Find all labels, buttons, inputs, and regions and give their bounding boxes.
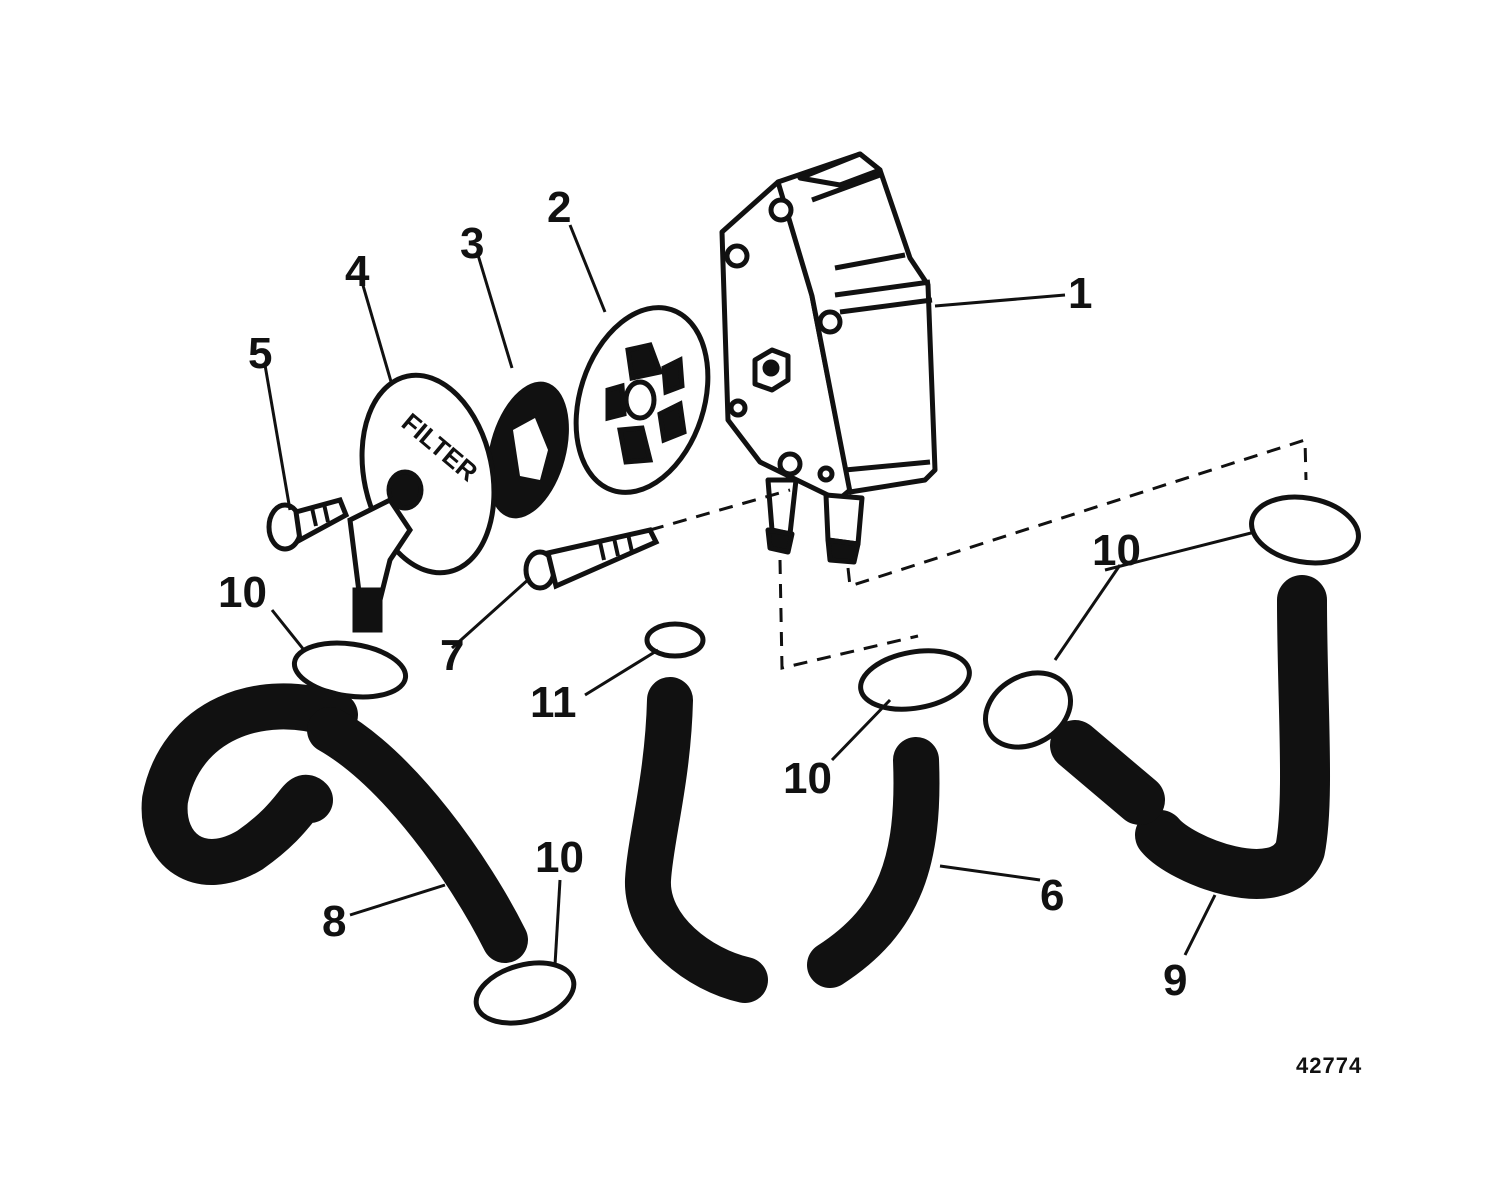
clamp-10-bottom (473, 960, 577, 1026)
callout-3: 3 (460, 219, 484, 268)
callout-9: 9 (1163, 956, 1187, 1005)
callout-4: 4 (345, 247, 370, 296)
fuel-pump-body (719, 151, 938, 565)
filter-gasket-2 (573, 305, 711, 495)
callout-11: 11 (530, 678, 577, 727)
callout-10-bottom: 10 (535, 833, 584, 882)
clamp-10-center (858, 648, 972, 712)
callout-6: 6 (1040, 871, 1064, 920)
clamp-10-right-mid (982, 670, 1074, 750)
leader-lines (263, 224, 1256, 966)
figure-number: 42774 (1296, 1053, 1362, 1078)
hose-9 (1135, 575, 1331, 899)
callout-7: 7 (440, 631, 464, 680)
callout-5: 5 (248, 329, 272, 378)
screw-5 (266, 497, 350, 552)
hose-6 (807, 737, 940, 988)
filter-cover-4: FILTER (347, 372, 497, 633)
callout-10-left-top: 10 (218, 568, 267, 617)
callout-labels: 1 2 3 4 5 6 7 8 9 10 10 10 10 10 11 4277… (218, 183, 1362, 1078)
callout-8: 8 (322, 897, 346, 946)
connector-dashes (649, 437, 1308, 670)
filter-screen-3 (487, 381, 569, 519)
callout-10-center: 10 (783, 754, 832, 803)
callout-1: 1 (1068, 269, 1092, 318)
screw-7 (523, 527, 660, 591)
callout-2: 2 (547, 183, 571, 232)
hoses (141, 575, 1331, 1003)
clamps (291, 494, 1361, 1026)
hose-8 (141, 683, 358, 885)
clamp-11 (644, 621, 706, 659)
callout-10-right-top: 10 (1092, 526, 1141, 575)
hose-11 (625, 677, 768, 1003)
clamp-10-right-top (1249, 494, 1361, 566)
